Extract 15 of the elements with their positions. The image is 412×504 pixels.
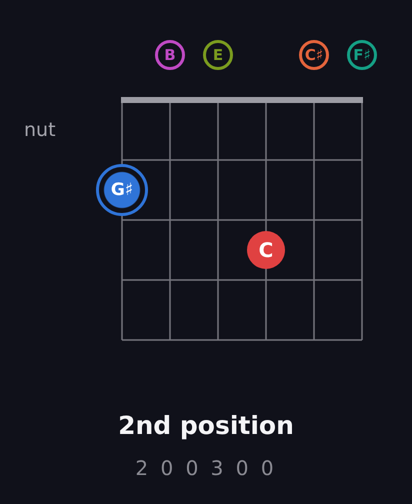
note-name: G♯ [110,182,134,198]
fretted-note-marker [247,231,285,269]
open-string-marker [155,40,185,70]
nut-label: nut [24,119,56,141]
fret-numbers: 2 0 0 3 0 0 [134,456,278,480]
note-name: B [164,48,176,62]
note-name: F♯ [353,48,371,62]
open-string-marker [203,40,233,70]
chord-position-title: 2nd position [117,411,295,440]
note-name: C [258,240,274,260]
note-name: E [212,48,224,62]
open-string-marker [299,40,329,70]
open-string-marker [347,40,377,70]
root-note-marker [96,164,148,216]
note-name: C♯ [304,48,324,62]
